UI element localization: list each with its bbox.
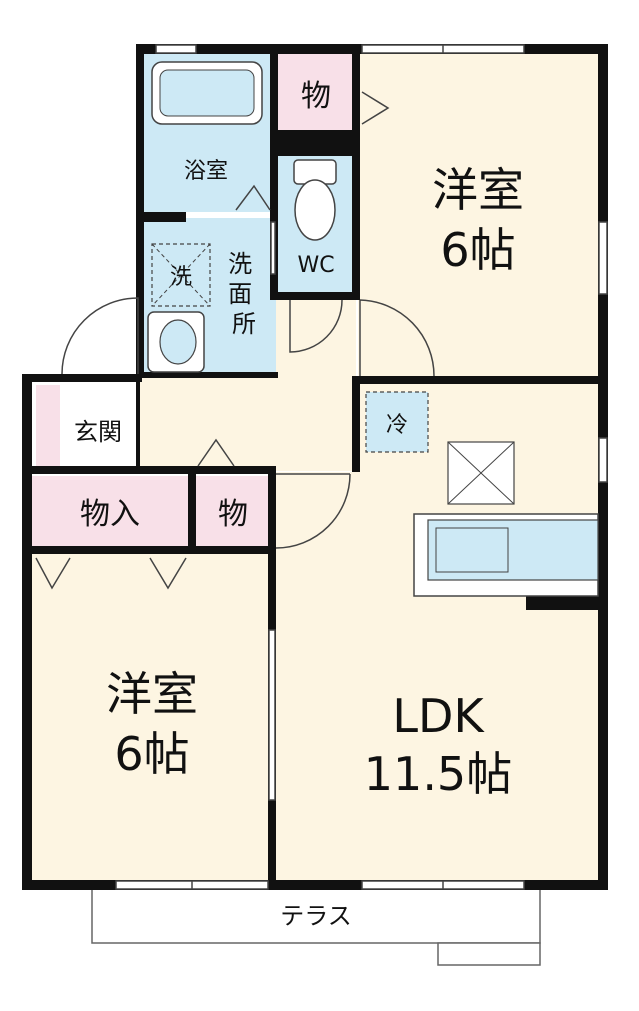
western-left-size: 6帖 — [114, 727, 189, 781]
closet-mid — [196, 476, 270, 548]
western-top-name: 洋室 — [432, 163, 524, 217]
fridge-label: 冷 — [386, 413, 408, 438]
western-top-size: 6帖 — [440, 223, 515, 277]
terrace-label: テラス — [280, 902, 352, 930]
closet-top-label: 物 — [301, 79, 331, 114]
storage-left-label: 物入 — [80, 497, 140, 532]
western-left-name: 洋室 — [106, 667, 198, 721]
ldk-name: LDK — [392, 689, 485, 743]
washroom-label: 洗 面 所 — [228, 250, 260, 338]
door-swings — [35, 91, 435, 590]
labels: 洋室 6帖 洋室 6帖 LDK 11.5帖 浴室 WC 物 物 物入 玄関 テラ… — [74, 79, 524, 930]
washer-label: 洗 — [170, 265, 192, 290]
storage-left — [30, 476, 188, 548]
closet-mid-label: 物 — [218, 497, 248, 532]
entrance-label: 玄関 — [74, 418, 122, 446]
fixtures — [147, 61, 599, 597]
closet-top — [278, 52, 354, 130]
washer — [151, 243, 211, 307]
western-room-left — [28, 553, 272, 882]
windows — [115, 44, 608, 890]
wc-label: WC — [297, 253, 334, 278]
hallway — [140, 375, 356, 471]
ldk-size: 11.5帖 — [364, 747, 512, 801]
terrace — [91, 884, 541, 966]
western-room-top — [358, 50, 602, 380]
bath-label: 浴室 — [184, 159, 228, 184]
fridge — [365, 391, 429, 453]
